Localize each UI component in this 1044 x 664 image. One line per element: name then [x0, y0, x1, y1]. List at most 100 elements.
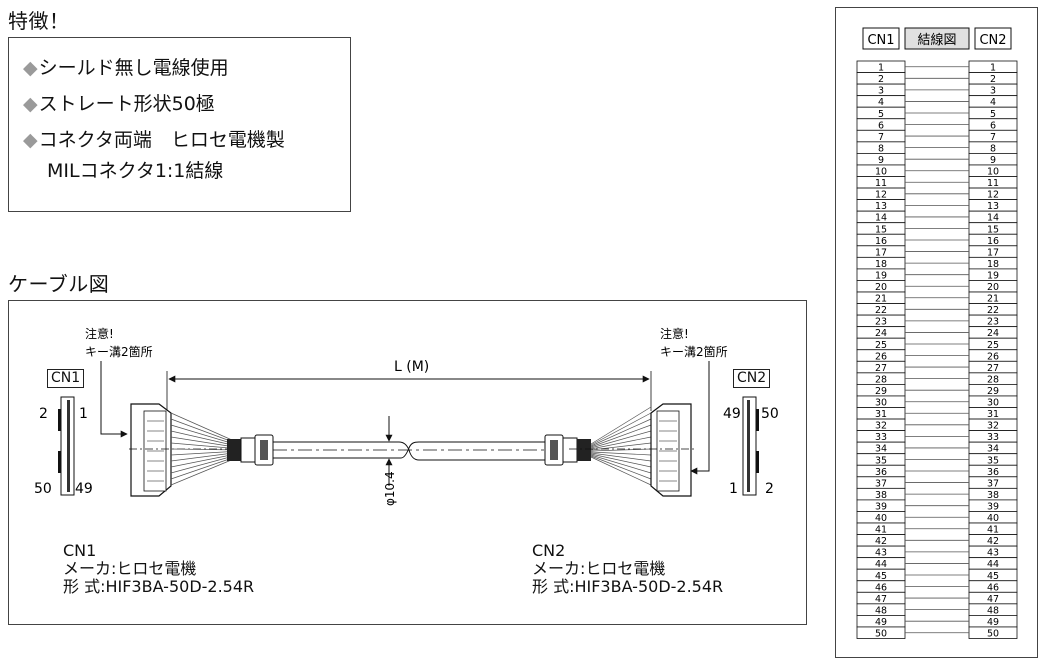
cn2-pin-number: 37	[987, 478, 999, 489]
cn2-pin-number: 20	[987, 282, 999, 293]
note-left-leader	[100, 361, 127, 435]
cn1-pin-number: 10	[875, 167, 887, 178]
cn2-pin-number: 41	[987, 525, 999, 536]
cn2-pin-number: 43	[987, 548, 999, 559]
cn2-pin-number: 22	[987, 305, 999, 316]
cn1-wire-bundle	[227, 439, 241, 461]
cn2-pin-number: 44	[987, 559, 999, 570]
cn2-boot-band	[550, 440, 558, 460]
cn1-pin-number: 12	[875, 190, 887, 201]
cn1-pin-number: 9	[878, 155, 884, 166]
feature-continuation: MILコネクタ1:1結線	[47, 160, 224, 182]
cn2-pin-number: 35	[987, 455, 999, 466]
cn1-model: 形 式:HIF3BA-50D-2.54R	[63, 577, 255, 596]
cn2-pin-number: 15	[987, 224, 999, 235]
cn2-pin-bl: 1	[729, 481, 738, 497]
cn1-pin-number: 36	[875, 467, 887, 478]
cn1-pin-number: 43	[875, 548, 887, 559]
cn1-pin-number: 15	[875, 224, 887, 235]
cn1-pin-number: 40	[875, 513, 887, 524]
cn2-pin-number: 18	[987, 259, 999, 270]
feature-item-3: ◆コネクタ両端 ヒロセ電機製	[23, 125, 285, 152]
cn1-title: CN1	[63, 541, 97, 560]
note-left-line1: 注意!	[85, 326, 114, 341]
cn2-pin-number: 11	[987, 178, 999, 189]
cn2-pin-number: 32	[987, 421, 999, 432]
cn2-pin-number: 33	[987, 432, 999, 443]
cn2-pin-number: 42	[987, 536, 999, 547]
cn2-pin-number: 38	[987, 490, 999, 501]
cn1-pin-number: 17	[875, 247, 887, 258]
cn1-pin-number: 14	[875, 213, 887, 224]
cn1-pin-number: 20	[875, 282, 887, 293]
cn1-pin-number: 23	[875, 317, 887, 328]
cn2-title: CN2	[532, 541, 566, 560]
cn1-pin-number: 2	[878, 74, 884, 85]
cn1-pin-number: 16	[875, 236, 887, 247]
cn1-pin-number: 46	[875, 582, 887, 593]
cn1-pin-number: 13	[875, 201, 887, 212]
cn2-boot	[562, 437, 578, 463]
cn2-pin-number: 17	[987, 247, 999, 258]
note-left-line2: キー溝2箇所	[85, 345, 153, 359]
cn2-pin-number: 2	[990, 74, 996, 85]
cn1-pin-number: 37	[875, 478, 887, 489]
diamond-bullet-icon: ◆	[23, 129, 38, 151]
cn2-pin-tr: 50	[761, 406, 779, 422]
cn2-pin-number: 12	[987, 190, 999, 201]
features-box: ◆シールド無し電線使用 ◆ストレート形状50極 ◆コネクタ両端 ヒロセ電機製 M…	[8, 37, 351, 212]
cn1-pin-number: 18	[875, 259, 887, 270]
cn2-pin-tl: 49	[723, 406, 741, 422]
cn1-pin-tl: 2	[39, 406, 48, 422]
feature-item-1: ◆シールド無し電線使用	[23, 53, 229, 80]
cn2-tag: CN2	[733, 369, 771, 388]
cn2-pin-number: 26	[987, 351, 999, 362]
cn2-pin-number: 27	[987, 363, 999, 374]
cn1-pin-tr: 1	[79, 406, 88, 422]
note-right-line2: キー溝2箇所	[660, 345, 728, 359]
cn1-pin-number: 5	[878, 109, 884, 120]
cn2-pin-number: 16	[987, 236, 999, 247]
cn2-pin-number: 23	[987, 317, 999, 328]
cn2-side-key	[756, 409, 759, 431]
wiring-header-center: 結線図	[917, 32, 956, 48]
cn2-pin-number: 40	[987, 513, 999, 524]
feature-text: コネクタ両端 ヒロセ電機製	[38, 129, 285, 151]
diameter-label: φ10.4	[383, 471, 397, 506]
cn2-wire-bundle	[577, 439, 591, 461]
diamond-bullet-icon: ◆	[23, 93, 38, 115]
cn1-pin-number: 11	[875, 178, 887, 189]
cn2-pin-number: 3	[990, 86, 996, 97]
cn2-pin-number: 47	[987, 594, 999, 605]
cn1-side-key	[58, 409, 61, 431]
cn1-pin-number: 19	[875, 270, 887, 281]
cn1-boot-band	[260, 440, 268, 460]
cn2-pin-number: 31	[987, 409, 999, 420]
cn1-pin-number: 47	[875, 594, 887, 605]
cn1-pin-number: 49	[875, 617, 887, 628]
cn2-side-pins	[747, 400, 750, 492]
cn1-pin-number: 32	[875, 421, 887, 432]
cn2-pin-number: 7	[990, 132, 996, 143]
cn1-pin-number: 29	[875, 386, 887, 397]
cn2-pin-number: 9	[990, 155, 996, 166]
wiring-header-center-box	[904, 27, 970, 50]
cn1-pin-br: 49	[75, 481, 93, 497]
wiring-header-cn1-box	[862, 27, 900, 50]
cn2-pin-number: 28	[987, 374, 999, 385]
cn1-pin-number: 27	[875, 363, 887, 374]
cable-heading: ケーブル図	[8, 272, 110, 296]
cn1-side-pins	[67, 400, 70, 492]
cn2-pin-number: 39	[987, 501, 999, 512]
length-label: L (M)	[394, 359, 429, 375]
cn1-pin-number: 28	[875, 374, 887, 385]
cn2-pin-number: 36	[987, 467, 999, 478]
cn1-maker: メーカ:ヒロセ電機	[63, 559, 197, 578]
note-right-line1: 注意!	[660, 326, 689, 341]
cn1-pin-number: 3	[878, 86, 884, 97]
cn1-pin-number: 21	[875, 294, 887, 305]
cn2-pin-number: 4	[990, 97, 996, 108]
cn1-pin-number: 4	[878, 97, 884, 108]
cn1-pin-number: 8	[878, 143, 884, 154]
cn1-pin-number: 31	[875, 409, 887, 420]
